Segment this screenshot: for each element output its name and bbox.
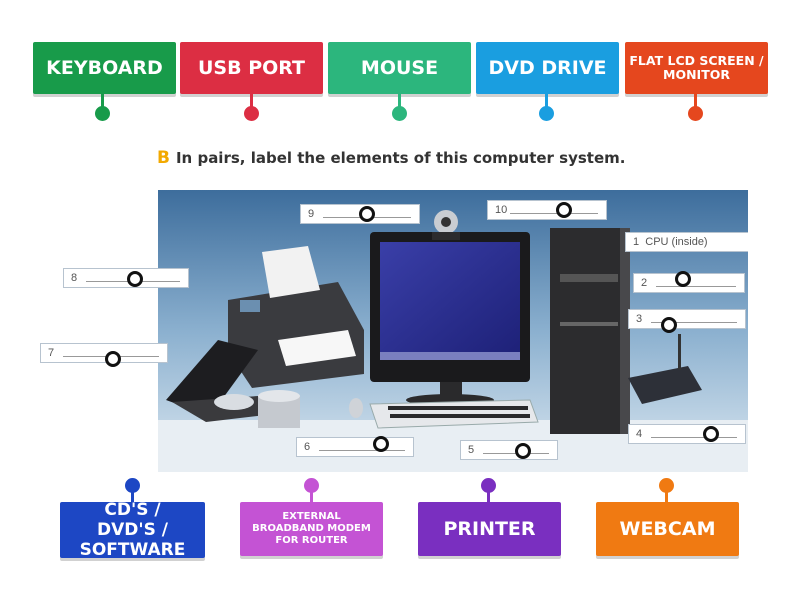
drop-target-2[interactable] <box>675 271 691 287</box>
tile-printer[interactable]: PRINTER <box>418 502 561 556</box>
tile-stem <box>101 94 104 108</box>
drop-target-4[interactable] <box>703 426 719 442</box>
drop-target-5[interactable] <box>515 443 531 459</box>
tile-label: FLAT LCD SCREEN / MONITOR <box>629 53 764 82</box>
tile-stem <box>398 94 401 108</box>
tile-pin[interactable] <box>392 106 407 121</box>
tile-pin[interactable] <box>659 478 674 493</box>
tile-webcam[interactable]: WEBCAM <box>596 502 739 556</box>
tile-pin[interactable] <box>244 106 259 121</box>
tile-label: EXTERNAL BROADBAND MODEM FOR ROUTER <box>252 511 371 546</box>
tile-mouse[interactable]: MOUSE <box>328 42 471 94</box>
label-number: 4 <box>636 428 643 440</box>
tile-pin[interactable] <box>304 478 319 493</box>
tile-keyboard[interactable]: KEYBOARD <box>33 42 176 94</box>
label-6: 6 <box>296 437 414 457</box>
label-number: 7 <box>48 347 55 359</box>
tile-usb-port[interactable]: USB PORT <box>180 42 323 94</box>
tile-label: WEBCAM <box>619 518 716 540</box>
tile-dvd-drive[interactable]: DVD DRIVE <box>476 42 619 94</box>
instruction-letter: B <box>157 148 170 168</box>
computer-system-photo: 1 CPU (inside) 2 3 4 5 6 <box>158 190 748 472</box>
label-4: 4 <box>628 424 746 444</box>
tile-stem <box>131 490 134 502</box>
tile-cds-dvds-software[interactable]: CD'S / DVD'S / SOFTWARE <box>60 500 205 560</box>
label-3: 3 <box>628 309 746 329</box>
tile-label: KEYBOARD <box>46 57 163 79</box>
tile-pin[interactable] <box>95 106 110 121</box>
drop-target-9[interactable] <box>359 206 375 222</box>
label-number: 9 <box>308 208 315 220</box>
tile-flat-lcd-monitor[interactable]: FLAT LCD SCREEN / MONITOR <box>625 42 768 94</box>
tile-label: PRINTER <box>443 518 536 540</box>
instruction: B In pairs, label the elements of this co… <box>157 148 625 168</box>
drop-target-10[interactable] <box>556 202 572 218</box>
label-number: 5 <box>468 444 475 456</box>
tile-stem <box>665 490 668 502</box>
label-number: 3 <box>636 313 643 325</box>
label-number: 10 <box>495 204 508 216</box>
drop-target-3[interactable] <box>661 317 677 333</box>
instruction-text: In pairs, label the elements of this com… <box>175 149 626 167</box>
label-text: CPU (inside) <box>645 236 708 248</box>
tile-pin[interactable] <box>688 106 703 121</box>
tile-pin[interactable] <box>481 478 496 493</box>
tile-label: CD'S / DVD'S / SOFTWARE <box>79 500 186 560</box>
tile-stem <box>310 490 313 502</box>
tile-pin[interactable] <box>539 106 554 121</box>
label-number: 6 <box>304 441 311 453</box>
label-number: 8 <box>71 272 78 284</box>
drop-target-7[interactable] <box>105 351 121 367</box>
tile-stem <box>694 94 697 108</box>
label-number: 1 <box>633 236 640 248</box>
label-10: 10 <box>487 200 607 220</box>
label-7: 7 <box>40 343 168 363</box>
tile-stem <box>250 94 253 108</box>
tile-label: MOUSE <box>360 57 439 79</box>
drop-target-8[interactable] <box>127 271 143 287</box>
tile-label: USB PORT <box>197 57 306 79</box>
tile-label: DVD DRIVE <box>488 57 607 79</box>
tile-external-broadband-modem[interactable]: EXTERNAL BROADBAND MODEM FOR ROUTER <box>240 502 383 556</box>
label-5: 5 <box>460 440 558 460</box>
label-number: 2 <box>641 277 648 289</box>
tile-stem <box>545 94 548 108</box>
label-8: 8 <box>63 268 189 288</box>
label-1: 1 CPU (inside) <box>625 232 748 252</box>
tile-stem <box>487 490 490 502</box>
drop-target-6[interactable] <box>373 436 389 452</box>
tile-pin[interactable] <box>125 478 140 493</box>
